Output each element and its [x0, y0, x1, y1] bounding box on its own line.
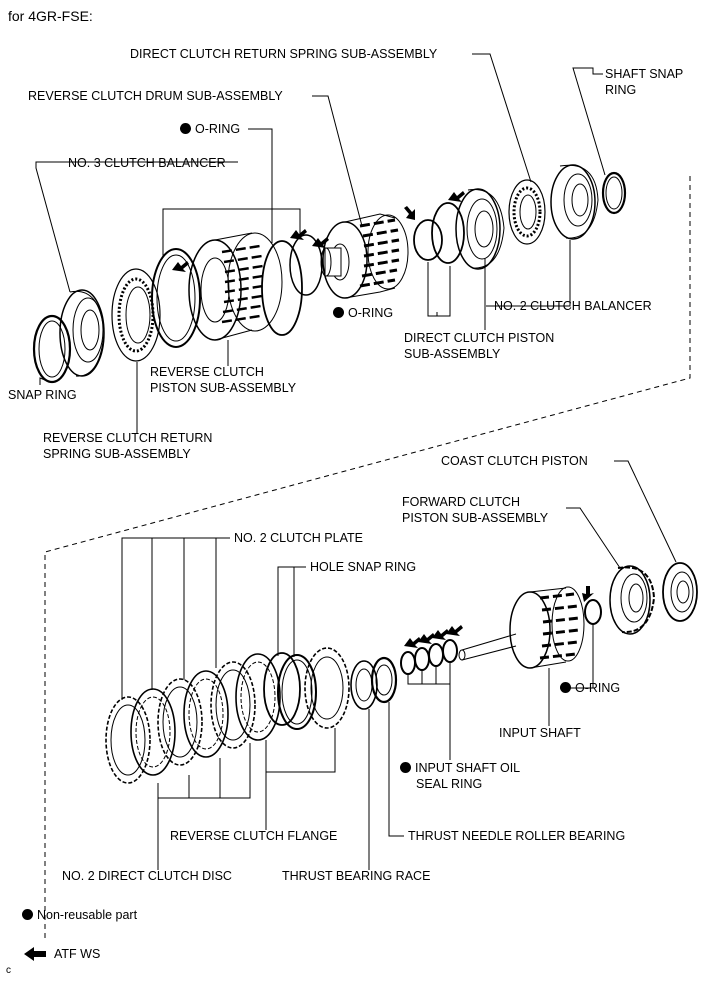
- non-reusable-dot-icon: [180, 123, 191, 134]
- o-ring-parts-upper: [261, 234, 323, 336]
- label-reverse-clutch-piston-line2: PISTON SUB-ASSEMBLY: [150, 381, 297, 395]
- label-reverse-clutch-piston-line1: REVERSE CLUTCH: [150, 365, 264, 379]
- input-shaft-part: [458, 586, 585, 669]
- label-direct-clutch-piston-line2: SUB-ASSEMBLY: [404, 347, 501, 361]
- non-reusable-dot-icon: [333, 307, 344, 318]
- figure-code: c: [6, 965, 11, 976]
- atf-arrows: [172, 191, 594, 648]
- non-reusable-dot-icon: [560, 682, 571, 693]
- label-o-ring-top: O-RING: [180, 121, 240, 137]
- direct-clutch-drum-part: [320, 213, 409, 299]
- no2-clutch-balancer-part: [550, 164, 599, 240]
- label-reverse-clutch-flange: REVERSE CLUTCH FLANGE: [170, 829, 338, 843]
- thrust-needle-roller-bearing-part: [370, 656, 398, 704]
- forward-clutch-piston-part: [609, 565, 656, 635]
- label-forward-clutch-piston-line1: FORWARD CLUTCH: [402, 495, 521, 509]
- legend-non-reusable: Non-reusable part: [22, 907, 137, 923]
- label-input-shaft-oil-seal-line2: SEAL RING: [416, 777, 483, 791]
- label-o-ring-middle: O-RING: [333, 305, 393, 321]
- label-reverse-clutch-return-spring-line2: SPRING SUB-ASSEMBLY: [43, 447, 191, 461]
- label-no3-clutch-balancer: NO. 3 CLUTCH BALANCER: [68, 156, 226, 170]
- hole-snap-ring-part: [277, 654, 317, 730]
- label-input-shaft-oil-seal-line1: INPUT SHAFT OIL: [400, 760, 520, 776]
- label-shaft-snap-ring-line2: RING: [605, 83, 637, 97]
- clutch-plates-and-discs-part: [105, 653, 281, 784]
- flange-plate-part: [304, 647, 350, 729]
- label-hole-snap-ring: HOLE SNAP RING: [310, 560, 417, 574]
- o-ring-part-lower: [584, 599, 602, 625]
- direct-clutch-piston-part: [455, 188, 505, 270]
- non-reusable-dot-icon: [400, 762, 411, 773]
- label-snap-ring: SNAP RING: [8, 388, 77, 402]
- shaft-snap-ring-part: [601, 171, 627, 215]
- label-thrust-needle-roller-bearing: THRUST NEEDLE ROLLER BEARING: [408, 829, 626, 843]
- non-reusable-dot-icon: [22, 909, 33, 920]
- label-coast-clutch-piston: COAST CLUTCH PISTON: [441, 454, 588, 468]
- direct-clutch-return-spring-part: [508, 179, 546, 245]
- label-thrust-bearing-race: THRUST BEARING RACE: [282, 869, 431, 883]
- label-no2-clutch-balancer: NO. 2 CLUTCH BALANCER: [494, 299, 652, 313]
- label-forward-clutch-piston-line2: PISTON SUB-ASSEMBLY: [402, 511, 549, 525]
- dashed-frame: [44, 176, 691, 938]
- page-title: for 4GR-FSE:: [8, 8, 93, 24]
- label-direct-clutch-return-spring: DIRECT CLUTCH RETURN SPRING SUB-ASSEMBLY: [130, 47, 438, 61]
- reverse-clutch-piston-part: [151, 248, 201, 348]
- label-reverse-clutch-return-spring-line1: REVERSE CLUTCH RETURN: [43, 431, 213, 445]
- reverse-clutch-drum-part: [188, 232, 283, 341]
- o-ring-parts-middle: [413, 202, 465, 264]
- no3-clutch-balancer-part: [59, 289, 105, 377]
- label-input-shaft: INPUT SHAFT: [499, 726, 581, 740]
- snap-ring-part: [32, 314, 72, 384]
- legend-atf: ATF WS: [54, 947, 101, 961]
- coast-clutch-piston-part: [662, 562, 698, 622]
- label-no2-direct-clutch-disc: NO. 2 DIRECT CLUTCH DISC: [62, 869, 232, 883]
- label-shaft-snap-ring-line1: SHAFT SNAP: [605, 67, 684, 81]
- label-no2-clutch-plate: NO. 2 CLUTCH PLATE: [234, 531, 363, 545]
- label-o-ring-lower: O-RING: [560, 680, 620, 696]
- reverse-clutch-flange-part: [263, 652, 301, 726]
- label-reverse-clutch-drum: REVERSE CLUTCH DRUM SUB-ASSEMBLY: [28, 89, 283, 103]
- label-direct-clutch-piston-line1: DIRECT CLUTCH PISTON: [404, 331, 555, 345]
- atf-legend-arrow-icon: [24, 947, 46, 961]
